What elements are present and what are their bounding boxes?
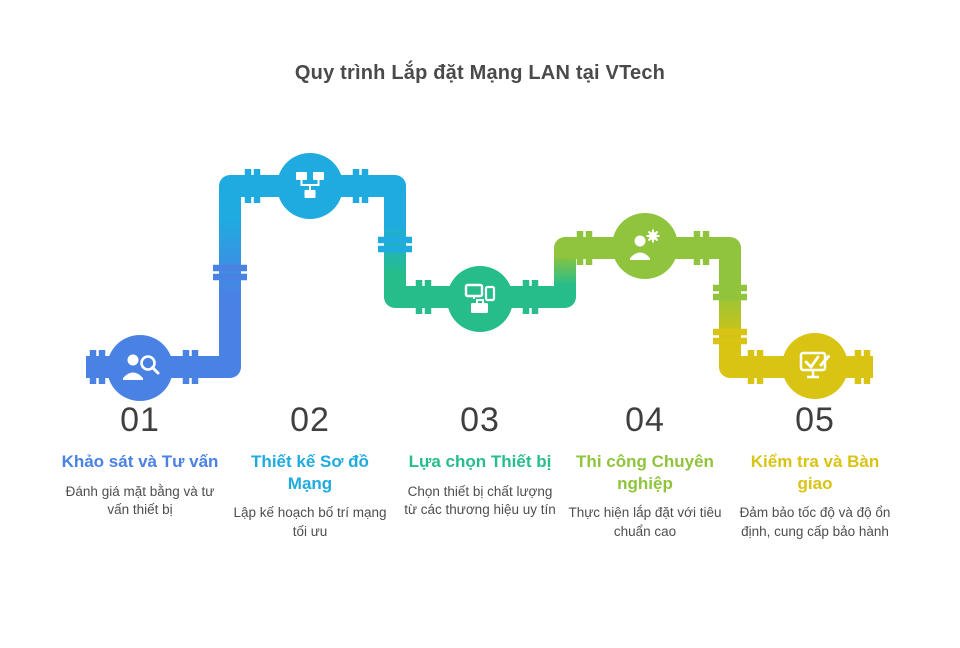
survey-magnifier-icon xyxy=(123,354,160,380)
step-title: Lựa chọn Thiết bị xyxy=(408,452,552,472)
step-number: 05 xyxy=(795,401,835,439)
step-4-circle xyxy=(612,213,678,279)
monitor-check-icon xyxy=(799,351,830,379)
technician-gear-icon xyxy=(630,229,660,260)
step-description: Lập kế hoạch bố trí mạng tối ưu xyxy=(233,504,387,539)
step-4: 04 Thi công Chuyên nghiệp Thực hiện lắp … xyxy=(562,401,728,541)
step-description: Đánh giá mặt bằng và tư vấn thiết bị xyxy=(65,483,215,518)
page-title: Quy trình Lắp đặt Mạng LAN tại VTech xyxy=(294,62,666,84)
pipe-couplings-step-3 xyxy=(415,280,539,314)
pipe-couplings-step-2 xyxy=(244,169,412,253)
step-description: Đảm bảo tốc độ và độ ổn định, cung cấp b… xyxy=(739,504,891,539)
pipe-couplings-step-1 xyxy=(89,264,247,384)
pipe-couplings-step-5 xyxy=(713,328,871,384)
step-5: 05 Kiểm tra và Bàn giao Đảm bảo tốc độ v… xyxy=(732,401,898,541)
step-number: 01 xyxy=(120,401,160,439)
step-description: Chọn thiết bị chất lượng từ các thương h… xyxy=(404,483,556,518)
step-3: 03 Lựa chọn Thiết bị Chọn thiết bị chất … xyxy=(397,401,563,520)
step-1: 01 Khảo sát và Tư vấn Đánh giá mặt bằng … xyxy=(57,401,223,520)
step-title: Thi công Chuyên nghiệp xyxy=(576,452,714,493)
step-2: 02 Thiết kế Sơ đồ Mạng Lập kế hoạch bố t… xyxy=(227,401,393,541)
network-diagram-icon xyxy=(296,172,324,198)
step-1-circle xyxy=(107,335,173,401)
step-title: Thiết kế Sơ đồ Mạng xyxy=(251,452,369,493)
pipe-couplings-step-4 xyxy=(576,231,747,301)
step-number: 03 xyxy=(460,401,500,439)
step-number: 02 xyxy=(290,401,330,439)
step-number: 04 xyxy=(625,401,665,439)
step-title: Khảo sát và Tư vấn xyxy=(61,452,219,472)
devices-icon xyxy=(464,283,496,313)
step-title: Kiểm tra và Bàn giao xyxy=(750,452,880,493)
step-description: Thực hiện lắp đặt với tiêu chuẩn cao xyxy=(568,504,722,539)
step-5-circle xyxy=(782,333,848,399)
